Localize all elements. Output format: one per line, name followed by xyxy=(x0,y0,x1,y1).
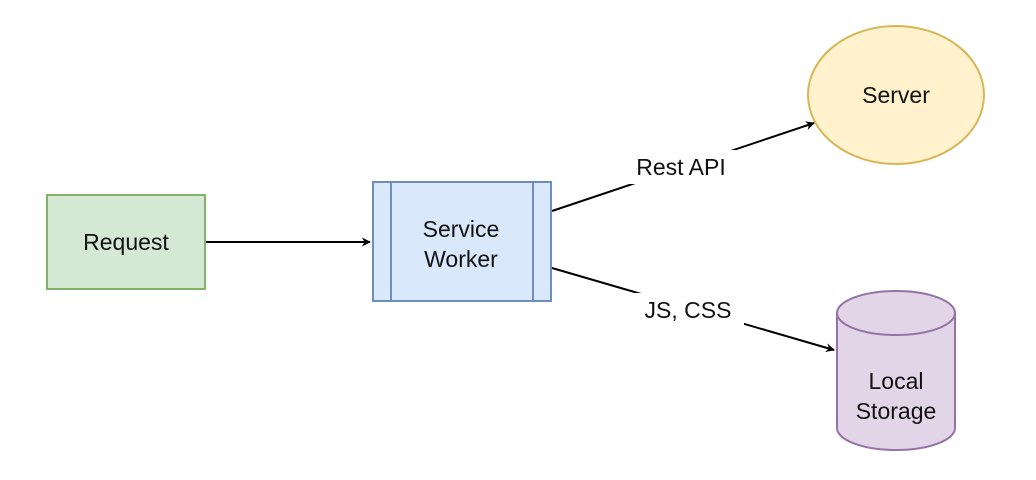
service-worker-label-line2: Worker xyxy=(424,246,498,272)
node-local-storage[interactable]: Local Storage xyxy=(836,290,956,451)
service-worker-label-line1: Service xyxy=(423,216,500,242)
request-box[interactable] xyxy=(46,194,206,290)
node-service-worker[interactable]: Service Worker xyxy=(372,181,552,302)
local-storage-label-line2: Storage xyxy=(856,398,937,424)
server-ellipse[interactable] xyxy=(807,25,985,165)
edge-label-rest-api: Rest API xyxy=(636,154,725,180)
server-label: Server xyxy=(862,82,930,108)
node-request[interactable]: Request xyxy=(46,194,206,290)
edge-worker-to-storage[interactable]: JS, CSS xyxy=(551,267,835,353)
edge-label-js-css: JS, CSS xyxy=(645,297,732,323)
edge-worker-to-server[interactable]: Rest API xyxy=(551,121,815,212)
node-server[interactable]: Server xyxy=(807,25,985,165)
edge-label-bg-rest-api xyxy=(622,150,740,184)
local-storage-cylinder-body[interactable] xyxy=(836,290,956,451)
local-storage-cylinder-top-rim xyxy=(836,312,956,336)
request-label: Request xyxy=(83,229,169,255)
local-storage-label-line1: Local xyxy=(869,368,924,394)
edge-label-bg-js-css xyxy=(632,293,744,327)
service-worker-box[interactable] xyxy=(372,181,552,302)
